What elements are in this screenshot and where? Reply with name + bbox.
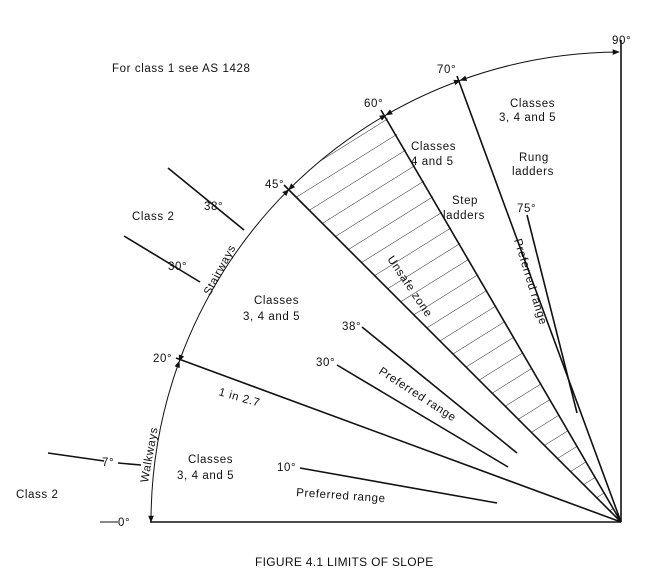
line-outer-30deg [123, 235, 201, 283]
walkways-arc [148, 360, 180, 523]
line-38deg [361, 326, 518, 454]
rung-classes-2: 3, 4 and 5 [499, 112, 556, 124]
ratio-label: 1 in 2.7 [217, 386, 261, 409]
angle-90: 90° [612, 35, 631, 47]
step-ladder-arc [385, 79, 461, 116]
preferred-range-walkways: Preferred range [296, 487, 386, 505]
stair-classes-1: Classes [254, 295, 299, 307]
unsafe-zone-hatching [288, 115, 621, 522]
angle-38: 38° [342, 321, 361, 333]
line-outer-38deg [167, 167, 245, 231]
line-75deg [526, 214, 578, 414]
figure-caption: FIGURE 4.1 LIMITS OF SLOPE [255, 555, 434, 569]
angle-10: 10° [277, 462, 296, 474]
rung-ladders-2: ladders [512, 166, 554, 178]
step-classes-1: Classes [411, 141, 456, 153]
angle-20: 20° [153, 353, 172, 365]
angle-75: 75° [517, 203, 536, 215]
rung-classes-1: Classes [510, 98, 555, 110]
angle-outer-38: 38° [204, 201, 223, 213]
step-ladders-1: Step [452, 195, 478, 207]
angle-45: 45° [265, 179, 284, 191]
arc-45-60 [288, 114, 387, 191]
rung-ladders-1: Rung [519, 152, 549, 164]
note-text: For class 1 see AS 1428 [112, 63, 250, 75]
angle-outer-30: 30° [168, 261, 187, 273]
angle-70: 70° [437, 64, 456, 76]
label-class2-low: Class 2 [16, 489, 59, 501]
stairways-arc [178, 189, 290, 362]
step-classes-2: 4 and 5 [411, 156, 454, 168]
label-class2-high: Class 2 [132, 211, 175, 223]
angle-0: 0° [118, 517, 130, 529]
line-30deg [336, 364, 509, 468]
line-20deg [175, 357, 622, 523]
walk-classes-1: Classes [188, 454, 233, 466]
line-outer-7deg-tail [117, 462, 142, 466]
walkways-label: Walkways [139, 426, 161, 483]
line-10deg [299, 467, 498, 504]
line-outer-7deg [47, 452, 105, 462]
angle-7: 7° [102, 457, 114, 469]
angle-30: 30° [316, 357, 335, 369]
line-70deg [456, 75, 622, 523]
angle-60: 60° [364, 98, 383, 110]
step-ladders-2: ladders [443, 210, 485, 222]
stair-classes-2: 3, 4 and 5 [243, 311, 300, 323]
rung-ladder-arc [459, 49, 620, 81]
stairways-label: Stairways [202, 243, 239, 297]
walk-classes-2: 3, 4 and 5 [177, 470, 234, 482]
line-45deg [283, 184, 622, 523]
line-60deg [380, 109, 622, 523]
